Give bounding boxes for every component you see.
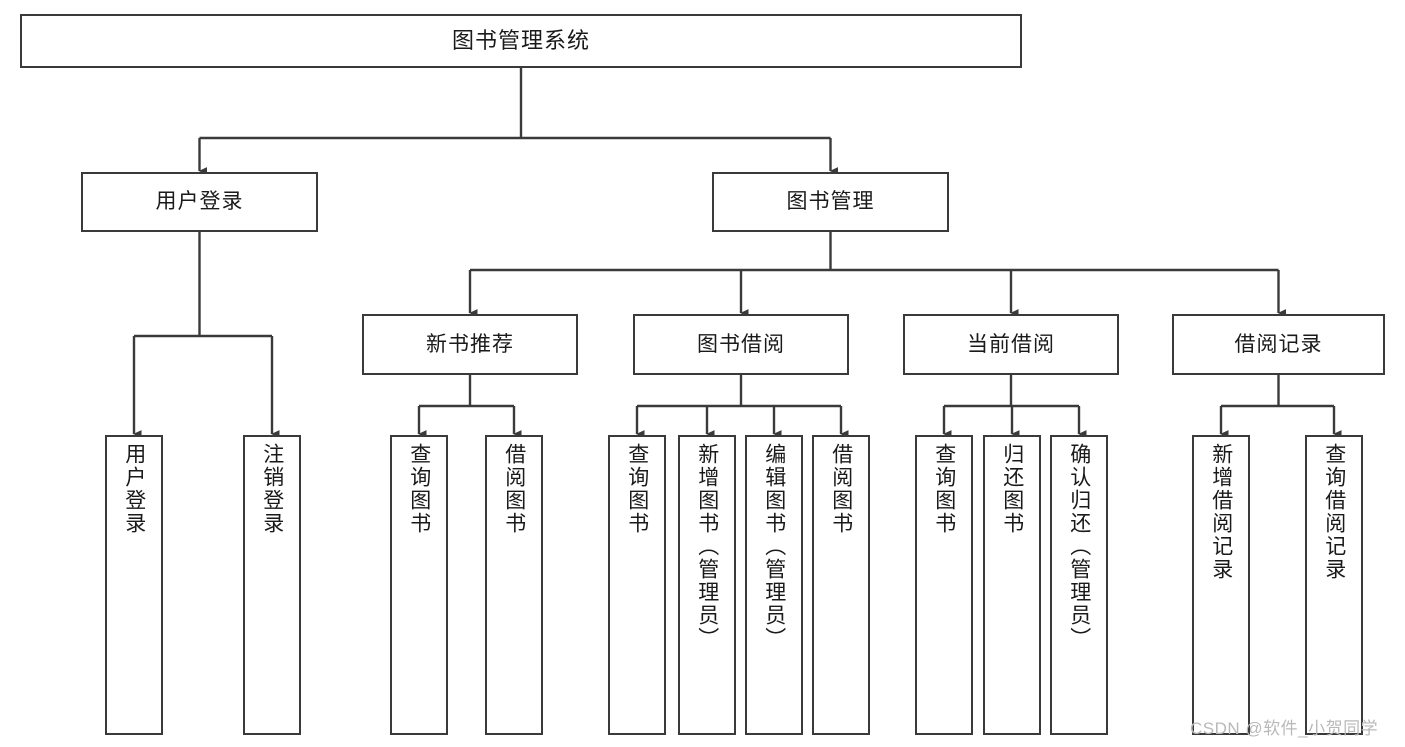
node-label: 借阅记录	[1234, 332, 1323, 356]
node-leaf_user_login[interactable]: 用户登录	[105, 435, 163, 735]
node-book_manage[interactable]: 图书管理	[712, 172, 949, 232]
node-label: 编辑图书（管理员）	[762, 443, 786, 650]
node-label: 当前借阅	[967, 332, 1055, 356]
csdn-watermark: CSDN @软件_小贺同学	[1190, 719, 1379, 738]
node-new_book_rec[interactable]: 新书推荐	[362, 314, 578, 375]
node-leaf_confirm_ret[interactable]: 确认归还（管理员）	[1050, 435, 1108, 735]
node-root[interactable]: 图书管理系统	[20, 14, 1022, 68]
node-leaf_borrow_book_1[interactable]: 借阅图书	[485, 435, 543, 735]
node-label: 新增图书（管理员）	[695, 443, 719, 650]
node-label: 查询图书	[625, 443, 649, 535]
node-label: 用户登录	[122, 443, 146, 535]
node-label: 借阅图书	[829, 443, 853, 535]
node-leaf_query_book_3[interactable]: 查询图书	[915, 435, 973, 735]
node-label: 新书推荐	[426, 332, 514, 356]
node-leaf_query_book_2[interactable]: 查询图书	[608, 435, 666, 735]
node-leaf_query_book_1[interactable]: 查询图书	[390, 435, 448, 735]
node-label: 归还图书	[1000, 443, 1024, 535]
node-label: 图书借阅	[697, 332, 785, 356]
node-leaf_edit_book[interactable]: 编辑图书（管理员）	[745, 435, 803, 735]
node-leaf_return_book[interactable]: 归还图书	[983, 435, 1041, 735]
node-leaf_add_book[interactable]: 新增图书（管理员）	[678, 435, 736, 735]
node-label: 注销登录	[260, 443, 284, 535]
node-leaf_query_record[interactable]: 查询借阅记录	[1305, 435, 1363, 735]
node-borrow_record[interactable]: 借阅记录	[1172, 314, 1385, 375]
node-current_borrow[interactable]: 当前借阅	[903, 314, 1119, 375]
node-label: 用户登录	[155, 190, 244, 214]
node-leaf_add_record[interactable]: 新增借阅记录	[1192, 435, 1250, 735]
node-label: 查询图书	[407, 443, 431, 535]
node-label: 查询借阅记录	[1322, 443, 1346, 581]
node-leaf_user_logout[interactable]: 注销登录	[243, 435, 301, 735]
node-label: 图书管理	[786, 190, 875, 214]
node-leaf_borrow_book_2[interactable]: 借阅图书	[812, 435, 870, 735]
node-user_login[interactable]: 用户登录	[81, 172, 318, 232]
node-book_borrow[interactable]: 图书借阅	[633, 314, 849, 375]
node-label: 图书管理系统	[451, 27, 590, 53]
node-label: 确认归还（管理员）	[1067, 443, 1091, 650]
node-label: 借阅图书	[502, 443, 526, 535]
node-label: 新增借阅记录	[1209, 443, 1233, 581]
node-label: 查询图书	[932, 443, 956, 535]
